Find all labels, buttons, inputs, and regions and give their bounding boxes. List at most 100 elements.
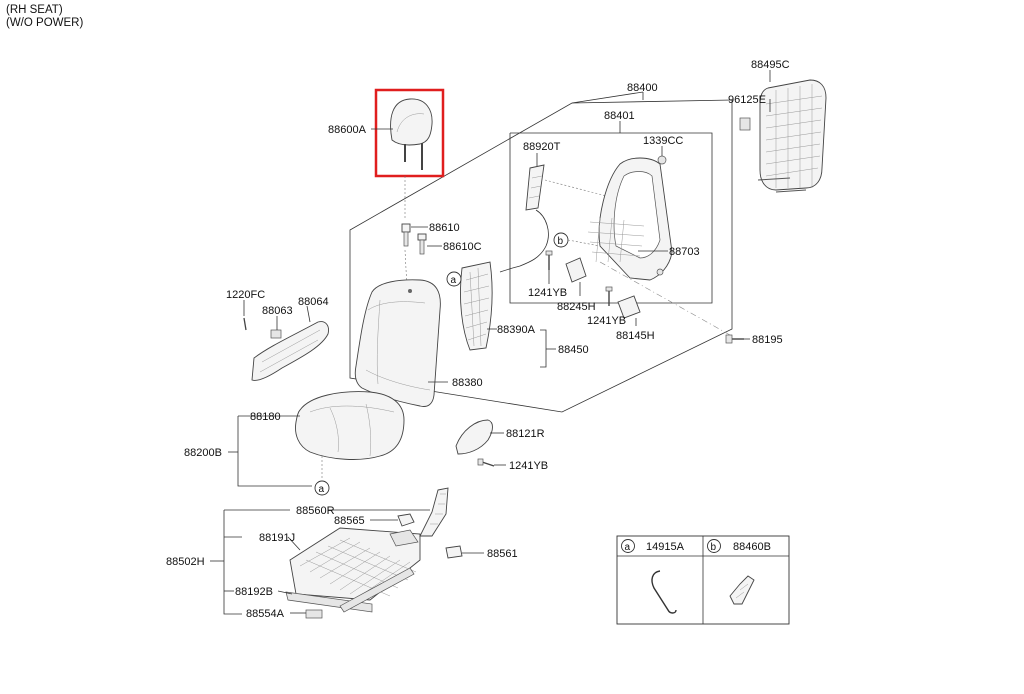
guide-88610-body: [403, 231, 409, 247]
clip-88063: [270, 329, 282, 339]
bracket-88200B-lower: [237, 416, 312, 487]
frame-box-88401: [509, 132, 713, 304]
nut-1339CC: [657, 155, 667, 165]
side-cover-hatch: [430, 493, 446, 525]
seatback-seam-3: [376, 299, 381, 385]
label-88390A: 88390A: [497, 324, 536, 336]
label-88565: 88565: [334, 515, 365, 527]
label-88600A: 88600A: [328, 124, 367, 136]
label-88245H: 88245H: [557, 301, 596, 313]
clip-96125E: [739, 117, 751, 131]
label-1241YB-lower: 1241YB: [587, 315, 626, 327]
label-88703: 88703: [669, 246, 700, 258]
label-88145H: 88145H: [616, 330, 655, 342]
label-88200B: 88200B: [184, 447, 222, 459]
knob-88561: [445, 545, 463, 559]
label-1220FC: 1220FC: [226, 289, 265, 301]
label-1241YB-upper: 1241YB: [528, 287, 567, 299]
legend-part-a: 14915A: [646, 541, 685, 553]
airbag-wire: [499, 209, 549, 273]
label-88063: 88063: [262, 305, 293, 317]
label-96125E: 96125E: [728, 94, 766, 106]
seat-cushion-88180: [295, 391, 405, 460]
callout-a-pad-text: a: [451, 275, 457, 286]
callout-b-dash: [567, 239, 601, 247]
bolt-1241YB-lower-head: [605, 286, 613, 292]
board-hatch-v: [775, 84, 813, 188]
bolt-1241YB-upper-head: [545, 250, 553, 256]
label-88064: 88064: [298, 296, 329, 308]
seatback-cover-88380: [354, 279, 441, 407]
knob-88565: [397, 513, 415, 527]
label-88610C: 88610C: [443, 241, 482, 253]
bracket-88450: [540, 329, 547, 368]
legend-marker-a: [621, 539, 635, 553]
label-88121R: 88121R: [506, 428, 545, 440]
cushion-seam-2: [329, 407, 339, 453]
label-88450: 88450: [558, 344, 589, 356]
label-88920T: 88920T: [523, 141, 561, 153]
pad-hatch-v: [469, 267, 482, 347]
headrest-highlight-box: [374, 88, 445, 178]
label-88610: 88610: [429, 222, 460, 234]
label-88192B: 88192B: [235, 586, 273, 598]
side-shield-88064: [251, 321, 329, 381]
board-hook-2: [775, 189, 807, 193]
screw-1220FC: [243, 317, 247, 331]
seatback-hole: [408, 289, 412, 293]
label-88180: 88180: [250, 411, 281, 423]
header-seat-option: (W/O POWER): [6, 17, 84, 29]
headrest-contour: [396, 113, 425, 133]
seatback-seam-1: [367, 301, 426, 311]
cushion-seam-1: [309, 405, 395, 413]
label-88191J: 88191J: [259, 532, 295, 544]
header-seat-side: (RH SEAT): [6, 4, 63, 16]
airbag-hatch: [528, 175, 543, 199]
airbag-module-88920T: [525, 164, 545, 211]
board-hatch-h: [765, 95, 823, 177]
frame-pivot: [656, 268, 664, 276]
lever-base: [389, 529, 419, 547]
label-88401: 88401: [604, 110, 635, 122]
seatback-pad-88390A: [460, 261, 493, 351]
label-88502H: 88502H: [166, 556, 205, 568]
frame-springs-1: [299, 537, 411, 597]
clip-88460B: [729, 575, 755, 605]
assembly-box-top-edge: [571, 99, 733, 104]
cover-88554A: [305, 609, 323, 619]
pad-hatch: [463, 273, 490, 341]
callout-a-cushion-text: a: [319, 484, 325, 495]
label-88554A: 88554A: [246, 608, 285, 620]
leader-88191J: [287, 536, 301, 551]
legend-marker-b-text: b: [711, 542, 717, 553]
bolt-88195-head: [725, 334, 733, 344]
label-88380: 88380: [452, 377, 483, 389]
leader-88064: [306, 305, 311, 323]
callout-a-pad: [446, 271, 462, 287]
guide-88610C-top: [417, 233, 427, 241]
bracket-88502H: [223, 510, 242, 615]
bolt-1241YB-cover-head: [477, 458, 484, 466]
side-shield-contour: [259, 329, 321, 373]
label-88400: 88400: [627, 82, 658, 94]
legend-part-b: 88460B: [733, 541, 771, 553]
frame-dash-line: [599, 261, 731, 336]
side-cover-88560R: [419, 487, 449, 537]
legend-marker-b: [707, 539, 721, 553]
clip-88460B-detail: [735, 583, 749, 599]
callout-a-cushion: [314, 480, 330, 496]
frame-mesh: [587, 217, 645, 263]
label-1339CC: 1339CC: [643, 135, 683, 147]
label-88495C: 88495C: [751, 59, 790, 71]
label-1241YB-cover: 1241YB: [509, 460, 548, 472]
seat-rail-right: [339, 567, 415, 613]
board-hook-1: [757, 177, 791, 181]
leader-88192B: [277, 590, 293, 595]
cushion-seam-3: [365, 403, 372, 457]
frame-springs-2: [305, 539, 417, 597]
guide-88610-top: [401, 223, 411, 233]
callout-b-frame-text: b: [558, 236, 564, 247]
guide-88610C-body: [419, 239, 425, 255]
bracket-88145H: [617, 295, 641, 319]
